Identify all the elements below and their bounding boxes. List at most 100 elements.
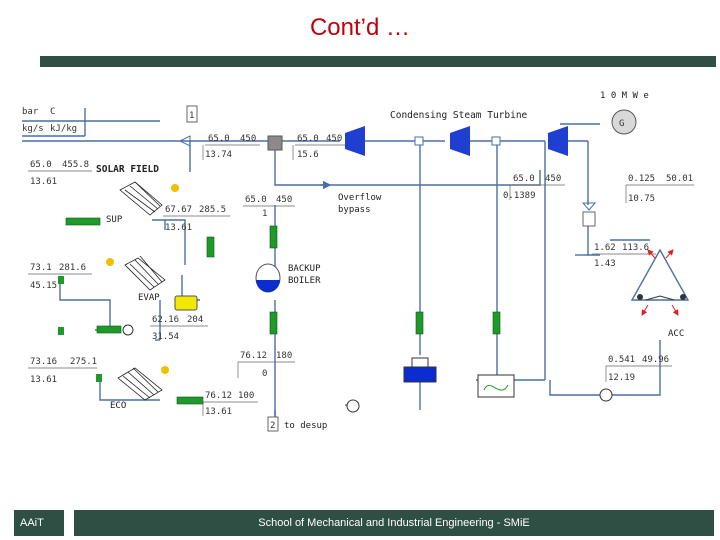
eco-heater-icon [176, 396, 204, 405]
check-valve-icon [581, 202, 597, 211]
pump-pressure: 0.541 [608, 355, 635, 365]
sun-icon [161, 366, 169, 374]
valve-marker: 1 [189, 111, 194, 121]
desup-marker: 2 [270, 421, 275, 431]
evap-inlet-node [58, 276, 64, 284]
sf-temp: 455.8 [62, 160, 89, 170]
turbine-hp-icon [345, 126, 365, 156]
sun-icon [106, 258, 114, 266]
inlet-flow: 13.74 [205, 150, 232, 160]
backup-boiler-level [256, 280, 280, 292]
pipe-network [22, 108, 690, 425]
pump-temp: 49.96 [642, 355, 669, 365]
evap-in-flow: 45.15 [30, 281, 57, 291]
fw-pressure: 76.12 [240, 351, 267, 361]
boiler-label: BOILER [288, 276, 321, 286]
feed-pump-icon [346, 399, 360, 413]
eco-collector-icon [117, 367, 163, 401]
heat-exchanger-icon [477, 374, 515, 398]
sup-collector-icon [119, 181, 163, 216]
inlet-pressure: 65.0 [208, 134, 230, 144]
top-accent-bar [40, 56, 716, 67]
evap-in-temp: 281.6 [59, 263, 86, 273]
inlet-temp: 450 [240, 134, 256, 144]
turbine-lp-icon [548, 126, 568, 156]
evap-pump-icon [122, 324, 134, 336]
junction-node-icon [491, 136, 501, 146]
evap-label: EVAP [138, 293, 160, 303]
footer-school: School of Mechanical and Industrial Engi… [74, 510, 714, 536]
boil-temp: 450 [276, 195, 292, 205]
desup-label: to desup [284, 421, 327, 431]
sun-icon [171, 184, 179, 192]
junction-node-icon [414, 136, 424, 146]
sup-out-temp: 285.5 [199, 205, 226, 215]
solar-field-label: SOLAR FIELD [96, 164, 159, 175]
sup-heater-icon [65, 217, 101, 226]
evap-drum-icon [174, 295, 198, 311]
turbine-ip-icon [450, 126, 470, 156]
sup-drain-heater-icon [206, 236, 215, 258]
header-kjkg-label: kJ/kg [50, 124, 77, 134]
valve-marker-box [186, 105, 198, 123]
generator-icon [611, 109, 637, 135]
backup-label: BACKUP [288, 264, 321, 274]
eco-inlet-node [96, 374, 102, 382]
stop-valve-icon [267, 135, 283, 151]
boil-flow: 1 [262, 209, 267, 219]
sup-out-flow: 13.61 [165, 223, 192, 233]
eco-label: ECO [110, 401, 126, 411]
sf-flow: 13.61 [30, 177, 57, 187]
stop-pressure: 65.0 [297, 134, 319, 144]
eco-out-temp: 100 [238, 391, 254, 401]
generator-label: G [619, 119, 624, 129]
slide-footer: AAiT School of Mechanical and Industrial… [0, 510, 720, 540]
sup-out-pressure: 67.67 [165, 205, 192, 215]
heater-elements [65, 217, 501, 405]
condensate-pump-icon [599, 388, 613, 402]
evap-heater-icon [96, 325, 122, 334]
cond-flow: 1.43 [594, 259, 616, 269]
ext-temp: 450 [545, 174, 561, 184]
bypass-label: bypass [338, 205, 371, 215]
desup-marker-box [267, 416, 279, 432]
header-bar-label: bar [22, 107, 39, 117]
turbine-stages [345, 126, 568, 156]
header-kgs-label: kg/s [22, 124, 44, 134]
lp-heater-icon [492, 311, 501, 335]
solar-collectors [117, 181, 166, 401]
eco-out-flow: 13.61 [205, 407, 232, 417]
evap-out-temp: 204 [187, 315, 203, 325]
cond-temp: 113.6 [622, 243, 649, 253]
cond-heater-icon [415, 311, 424, 335]
eco-in-flow: 13.61 [30, 375, 57, 385]
pump-flow: 12.19 [608, 373, 635, 383]
footer-org: AAiT [14, 510, 64, 536]
exh-flow: 10.75 [628, 194, 655, 204]
acc-airflow [641, 249, 679, 316]
exhaust-valve-icon [582, 211, 596, 227]
evap-in-pressure: 73.1 [30, 263, 52, 273]
eco-in-pressure: 73.16 [30, 357, 57, 367]
evap-collector-icon [124, 257, 166, 291]
acc-fan-icon [680, 294, 686, 300]
fw-temp: 180 [276, 351, 292, 361]
sup-label: SUP [106, 215, 123, 225]
stop-temp: 450 [326, 134, 342, 144]
acc-fan-icon [637, 294, 643, 300]
sf-pressure: 65.0 [30, 160, 52, 170]
ext-pressure: 65.0 [513, 174, 535, 184]
exh-temp: 50.01 [666, 174, 693, 184]
generator-rating: 1 0 M W e [600, 91, 649, 101]
fw-flow: 0 [262, 369, 267, 379]
overflow-label: Overflow [338, 193, 382, 203]
sun-icons [106, 184, 179, 374]
turbine-label: Condensing Steam Turbine [390, 110, 528, 121]
exh-pressure: 0.125 [628, 174, 655, 184]
eco-in-temp: 275.1 [70, 357, 97, 367]
boil-pressure: 65.0 [245, 195, 267, 205]
slide-title: Cont’d … [309, 14, 411, 41]
stop-flow: 15.6 [297, 150, 319, 160]
header-c-label: C [50, 107, 55, 117]
eco-out-pressure: 76.12 [205, 391, 232, 401]
